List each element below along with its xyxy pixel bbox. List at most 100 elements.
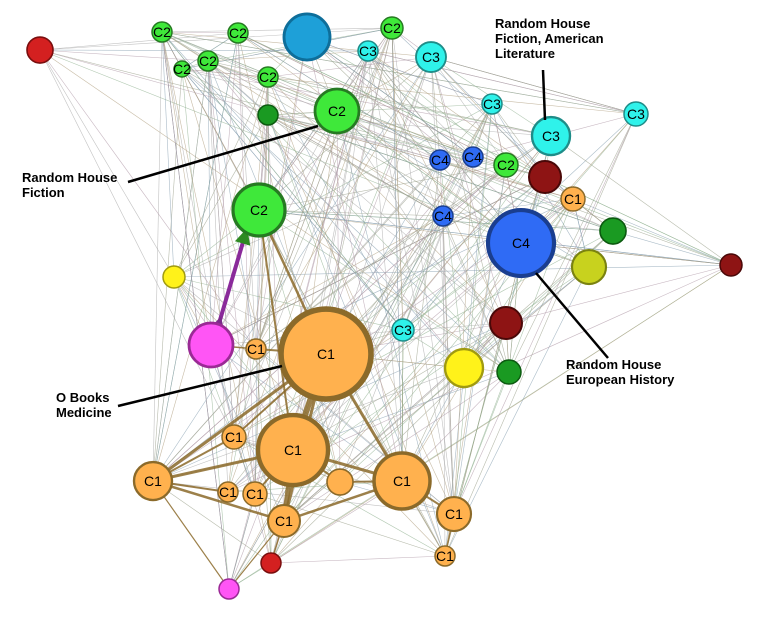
graph-node[interactable]: C2 bbox=[151, 21, 173, 43]
edge bbox=[453, 113, 637, 515]
graph-node[interactable]: C3 bbox=[357, 40, 379, 62]
graph-node[interactable] bbox=[260, 552, 282, 574]
annotation-text: O Books bbox=[56, 390, 109, 405]
graph-node[interactable]: C2 bbox=[380, 16, 404, 40]
graph-node[interactable]: C4 bbox=[485, 207, 557, 279]
graph-node[interactable] bbox=[162, 265, 186, 289]
node-label: C1 bbox=[317, 346, 335, 362]
node-circle bbox=[599, 217, 627, 245]
graph-node[interactable] bbox=[489, 306, 523, 340]
graph-node[interactable]: C4 bbox=[432, 205, 454, 227]
graph-node[interactable]: C1 bbox=[372, 451, 432, 511]
graph-node[interactable]: C2 bbox=[257, 66, 279, 88]
graph-node[interactable]: C4 bbox=[462, 146, 484, 168]
graph-node[interactable]: C1 bbox=[435, 495, 473, 533]
graph-node[interactable]: C3 bbox=[415, 41, 447, 73]
node-label: C3 bbox=[627, 106, 645, 122]
node-label: C2 bbox=[250, 202, 268, 218]
graph-node[interactable] bbox=[218, 578, 240, 600]
graph-node[interactable] bbox=[282, 12, 332, 62]
graph-node[interactable]: C3 bbox=[623, 101, 649, 127]
edge bbox=[39, 49, 235, 438]
node-circle bbox=[267, 504, 301, 538]
edge bbox=[267, 114, 574, 200]
edge bbox=[267, 56, 432, 78]
graph-node[interactable]: C2 bbox=[197, 50, 219, 72]
edge bbox=[255, 56, 432, 350]
graph-node[interactable] bbox=[443, 347, 485, 389]
edge bbox=[267, 114, 614, 232]
graph-node[interactable]: C1 bbox=[245, 338, 267, 360]
graph-node[interactable]: C2 bbox=[493, 152, 519, 178]
graph-node[interactable] bbox=[496, 359, 522, 385]
graph-node[interactable]: C1 bbox=[255, 412, 331, 488]
graph-node[interactable] bbox=[570, 248, 608, 286]
edge bbox=[152, 31, 163, 482]
graph-node[interactable]: C1 bbox=[217, 481, 239, 503]
edge bbox=[367, 50, 441, 161]
graph-node[interactable]: C2 bbox=[173, 60, 191, 78]
edge bbox=[181, 68, 404, 331]
graph-node[interactable] bbox=[26, 36, 54, 64]
edge bbox=[402, 329, 455, 515]
graph-node[interactable]: C4 bbox=[429, 149, 451, 171]
node-circle bbox=[282, 12, 332, 62]
node-circle bbox=[528, 160, 562, 194]
annotation-text: Medicine bbox=[56, 405, 112, 420]
edge bbox=[181, 68, 507, 324]
edge bbox=[505, 264, 732, 324]
node-circle bbox=[434, 545, 456, 567]
edge bbox=[173, 76, 269, 278]
edge bbox=[181, 68, 510, 373]
node-circle bbox=[231, 182, 287, 238]
edge bbox=[233, 114, 269, 438]
edge bbox=[258, 209, 522, 244]
edge bbox=[306, 36, 474, 158]
graph-node[interactable]: C1 bbox=[221, 424, 247, 450]
graph-node[interactable]: C1 bbox=[132, 460, 174, 502]
graph-node[interactable] bbox=[719, 253, 743, 277]
node-label: C2 bbox=[173, 61, 191, 77]
node-circle bbox=[485, 207, 557, 279]
node-label: C1 bbox=[246, 486, 264, 502]
graph-node[interactable]: C1 bbox=[267, 504, 301, 538]
graph-node[interactable]: C1 bbox=[434, 545, 456, 567]
graph-node[interactable]: C2 bbox=[227, 22, 249, 44]
graph-node[interactable] bbox=[599, 217, 627, 245]
node-circle bbox=[218, 578, 240, 600]
node-circle bbox=[493, 152, 519, 178]
node-label: C1 bbox=[445, 506, 463, 522]
node-circle bbox=[462, 146, 484, 168]
graph-node[interactable] bbox=[528, 160, 562, 194]
graph-node[interactable] bbox=[257, 104, 279, 126]
edge bbox=[255, 27, 393, 350]
graph-node[interactable]: C1 bbox=[278, 306, 374, 402]
edge bbox=[161, 31, 230, 590]
graph-node[interactable]: C3 bbox=[530, 115, 572, 157]
node-label: C2 bbox=[383, 20, 401, 36]
graph-node[interactable]: C3 bbox=[391, 318, 415, 342]
annotation-text: Random House bbox=[566, 357, 661, 372]
edge bbox=[283, 113, 637, 522]
edge bbox=[181, 68, 338, 112]
graph-node[interactable]: C1 bbox=[242, 481, 268, 507]
node-circle bbox=[26, 36, 54, 64]
graph-node[interactable] bbox=[187, 321, 235, 369]
edge bbox=[228, 215, 444, 590]
annotation-text: Fiction bbox=[22, 185, 65, 200]
graph-node[interactable]: C3 bbox=[481, 93, 503, 115]
edge bbox=[270, 264, 732, 564]
graph-node[interactable]: C2 bbox=[313, 87, 361, 135]
graph-node[interactable]: C2 bbox=[231, 182, 287, 238]
node-circle bbox=[257, 104, 279, 126]
edge bbox=[336, 110, 444, 217]
node-label: C2 bbox=[497, 157, 515, 173]
edge bbox=[258, 56, 432, 211]
node-label: C1 bbox=[284, 442, 302, 458]
node-label: C2 bbox=[259, 69, 277, 85]
node-circle bbox=[429, 149, 451, 171]
graph-node[interactable]: C1 bbox=[560, 186, 586, 212]
edge bbox=[572, 198, 732, 266]
graph-node[interactable] bbox=[326, 468, 354, 496]
